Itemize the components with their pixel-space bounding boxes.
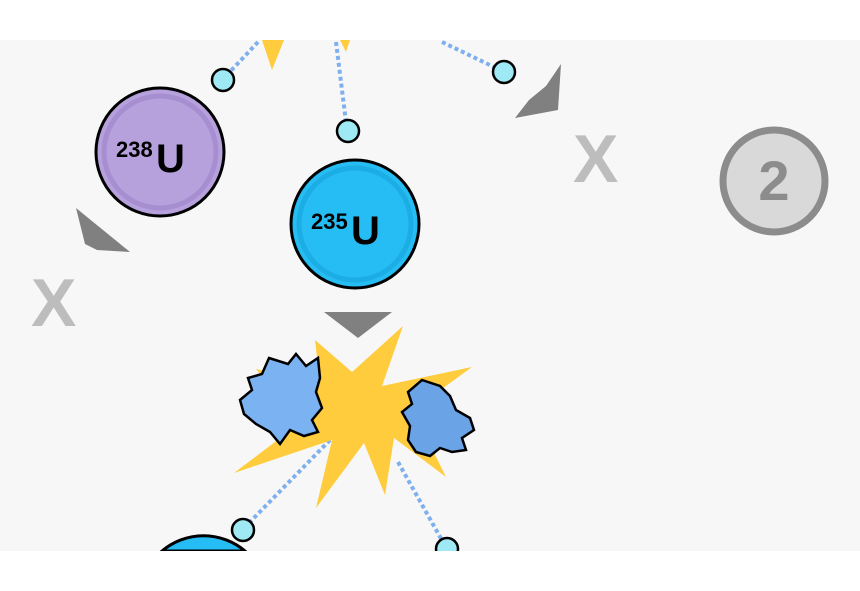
- arrow-escape: [515, 64, 561, 118]
- nucleus-u235-mass: 235: [311, 209, 348, 234]
- incoming-flash-right: [340, 40, 350, 52]
- neutron-escaping: [491, 59, 517, 85]
- nucleus-u238-ring: [101, 93, 219, 211]
- fission-fragment-left: [238, 352, 324, 447]
- arrows: [76, 64, 561, 338]
- nucleus-u235-body: [289, 158, 421, 290]
- step-badge: 2: [719, 126, 829, 236]
- nucleus-u238-body: [94, 86, 226, 218]
- neutron-path-escaping: [441, 40, 497, 70]
- nucleus-u235: 235 U: [289, 158, 421, 290]
- neutron-path-product-right: [396, 461, 446, 545]
- neutron-path-product-left: [246, 438, 332, 526]
- incoming-flash-left: [262, 40, 284, 70]
- neutron-to-u235: [335, 118, 361, 144]
- nucleus-u238: 238 U: [94, 86, 226, 218]
- fission-flash: [234, 326, 472, 508]
- x-mark-u238: X: [31, 265, 76, 341]
- neutron-product-left: [230, 517, 256, 543]
- neutron-paths: [224, 40, 497, 545]
- step-badge-circle: [719, 126, 829, 236]
- arrow-down-to-fission: [324, 312, 392, 338]
- neutron-to-u238: [210, 67, 236, 93]
- nucleus-u235-symbol: U: [351, 209, 380, 253]
- nucleus-u238-mass: 238: [116, 137, 153, 162]
- bottom-margin: [0, 551, 860, 591]
- nucleus-u238-symbol: U: [156, 137, 185, 181]
- arrow-u238-bounce: [76, 208, 130, 252]
- x-mark-escape: X: [573, 121, 618, 197]
- neutron-path-to-u238: [224, 40, 260, 78]
- nucleus-u235-ring: [296, 165, 414, 283]
- nucleus-next-partial: [157, 534, 250, 553]
- step-badge-number: 2: [758, 149, 789, 212]
- fission-fragment-right: [400, 378, 476, 458]
